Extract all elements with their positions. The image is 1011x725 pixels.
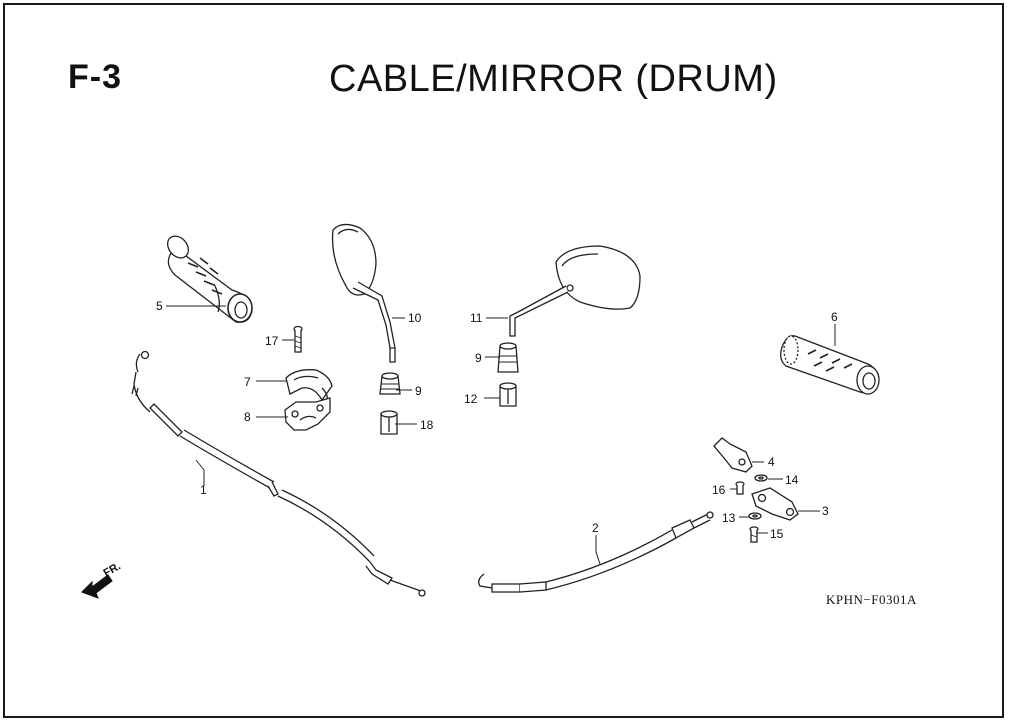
callout-12[interactable]: 12 (464, 392, 478, 406)
callout-labels: 1 2 3 4 5 6 7 8 9 9 10 11 12 13 14 15 16… (156, 299, 838, 541)
right-grip-part[interactable] (780, 335, 880, 395)
holder-lower-part[interactable] (284, 397, 331, 431)
front-direction-arrow-icon: FR. (81, 560, 123, 599)
throttle-cable-part[interactable] (131, 350, 426, 597)
callout-4[interactable]: 4 (768, 455, 775, 469)
callout-10[interactable]: 10 (408, 311, 422, 325)
left-mirror-part[interactable] (331, 223, 396, 363)
callout-5[interactable]: 5 (156, 299, 163, 313)
callout-7[interactable]: 7 (244, 375, 251, 389)
callout-17[interactable]: 17 (265, 334, 279, 348)
figure-id: F-3 (68, 58, 122, 96)
callout-3[interactable]: 3 (822, 504, 829, 518)
right-mirror-part[interactable] (509, 245, 641, 337)
callout-11[interactable]: 11 (470, 311, 483, 325)
left-grip-part[interactable] (163, 232, 253, 323)
callout-9-right[interactable]: 9 (475, 351, 482, 365)
callout-1[interactable]: 1 (200, 483, 207, 497)
bolt-16-part[interactable] (735, 481, 745, 495)
callout-8[interactable]: 8 (244, 410, 251, 424)
diagram-frame (3, 3, 1004, 718)
callout-18[interactable]: 18 (420, 418, 434, 432)
callout-15[interactable]: 15 (770, 527, 784, 541)
washer-13-part[interactable] (748, 512, 762, 520)
washer-14-part[interactable] (754, 474, 768, 482)
bolt-17-part[interactable] (293, 325, 303, 353)
callout-13[interactable]: 13 (722, 511, 736, 525)
holder-upper-part[interactable] (285, 369, 333, 405)
diagram-code: KPHN−F0301A (826, 592, 917, 607)
lever-arm-part[interactable] (751, 487, 799, 521)
page-title: CABLE/MIRROR (DRUM) (329, 58, 778, 100)
brake-cable-part[interactable] (478, 511, 714, 593)
callout-2[interactable]: 2 (592, 521, 599, 535)
mirror-boot-right-part[interactable] (497, 342, 519, 373)
bolt-15-part[interactable] (749, 526, 759, 543)
nut-18-part[interactable] (380, 410, 398, 435)
leader-lines (166, 305, 836, 565)
bracket-4-part[interactable] (713, 437, 753, 473)
callout-14[interactable]: 14 (785, 473, 799, 487)
callout-6[interactable]: 6 (831, 310, 838, 324)
callout-9-left[interactable]: 9 (415, 384, 422, 398)
callout-16[interactable]: 16 (712, 483, 726, 497)
nut-12-part[interactable] (499, 382, 517, 407)
mirror-boot-left-part[interactable] (379, 372, 401, 395)
direction-label: FR. (102, 560, 123, 579)
